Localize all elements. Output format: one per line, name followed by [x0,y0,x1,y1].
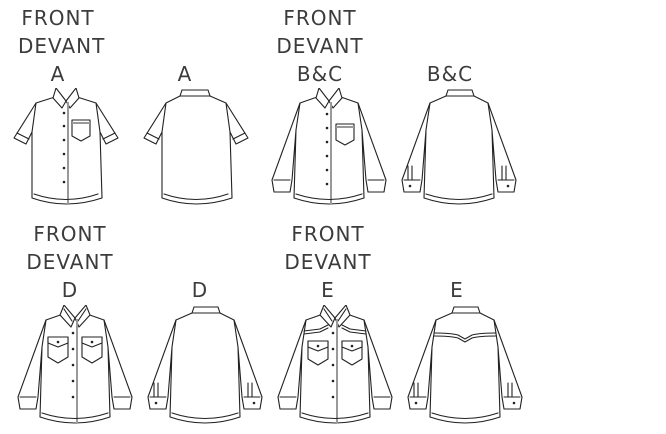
label-view-d-back: D [180,276,220,304]
shirt-a-back-drawing [143,89,249,205]
label-view-letter: D [61,278,79,302]
label-view-letter: B&C [426,62,474,86]
shirt-a-front-drawing [13,88,119,205]
label-view-bc-back: B&C [420,60,480,88]
label-view-a-front: FRONT DEVANT A [18,4,106,88]
label-view-letter: A [50,62,66,86]
label-view-letter: B&C [296,62,344,86]
label-view-e-front: FRONT DEVANT E [283,220,373,304]
shirt-e-back-drawing [407,306,523,424]
shirt-e-front-drawing [277,305,393,424]
label-front: FRONT [21,6,95,30]
label-devant: DEVANT [18,34,106,58]
label-view-letter: A [177,62,193,86]
label-view-d-front: FRONT DEVANT D [25,220,115,304]
shirt-bc-front-drawing [271,88,387,205]
shirt-d-back-drawing [147,306,263,424]
label-view-a-back: A [165,60,205,88]
label-view-bc-front: FRONT DEVANT B&C [275,4,365,88]
label-view-letter: D [191,278,209,302]
label-front: FRONT [33,222,107,246]
shirt-bc-back-drawing [401,89,517,205]
shirt-d-front-drawing [17,305,133,424]
label-devant: DEVANT [276,34,364,58]
label-front: FRONT [291,222,365,246]
label-front: FRONT [283,6,357,30]
label-view-e-back: E [437,276,477,304]
label-devant: DEVANT [26,250,114,274]
label-view-letter: E [450,278,464,302]
label-devant: DEVANT [284,250,372,274]
label-view-letter: E [321,278,335,302]
